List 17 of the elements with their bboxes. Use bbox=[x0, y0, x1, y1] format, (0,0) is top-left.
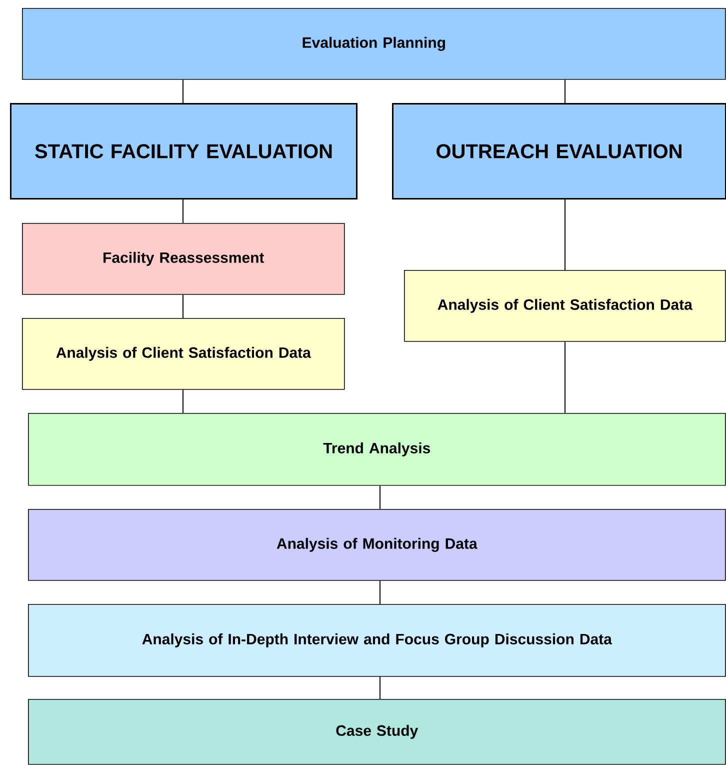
connector-line bbox=[182, 389, 184, 414]
connector-line bbox=[564, 199, 566, 270]
process-box: Trend Analysis bbox=[28, 413, 726, 486]
process-box: Analysis of In-Depth Interview and Focus Group Discussion Data bbox=[28, 604, 726, 677]
process-box: Analysis of Client Satisfaction Data bbox=[404, 270, 726, 342]
connector-line bbox=[564, 341, 566, 414]
process-box: OUTREACH EVALUATION bbox=[392, 103, 726, 200]
connector-line bbox=[564, 79, 566, 104]
connector-line bbox=[182, 294, 184, 318]
process-box: Facility Reassessment bbox=[22, 223, 345, 295]
process-box: STATIC FACILITY EVALUATION bbox=[10, 103, 358, 200]
process-box: Case Study bbox=[28, 699, 726, 765]
process-box: Analysis of Client Satisfaction Data bbox=[22, 318, 345, 390]
connector-line bbox=[182, 199, 184, 224]
process-box: Evaluation Planning bbox=[22, 8, 726, 80]
process-box: Analysis of Monitoring Data bbox=[28, 509, 726, 581]
connector-line bbox=[182, 79, 184, 104]
